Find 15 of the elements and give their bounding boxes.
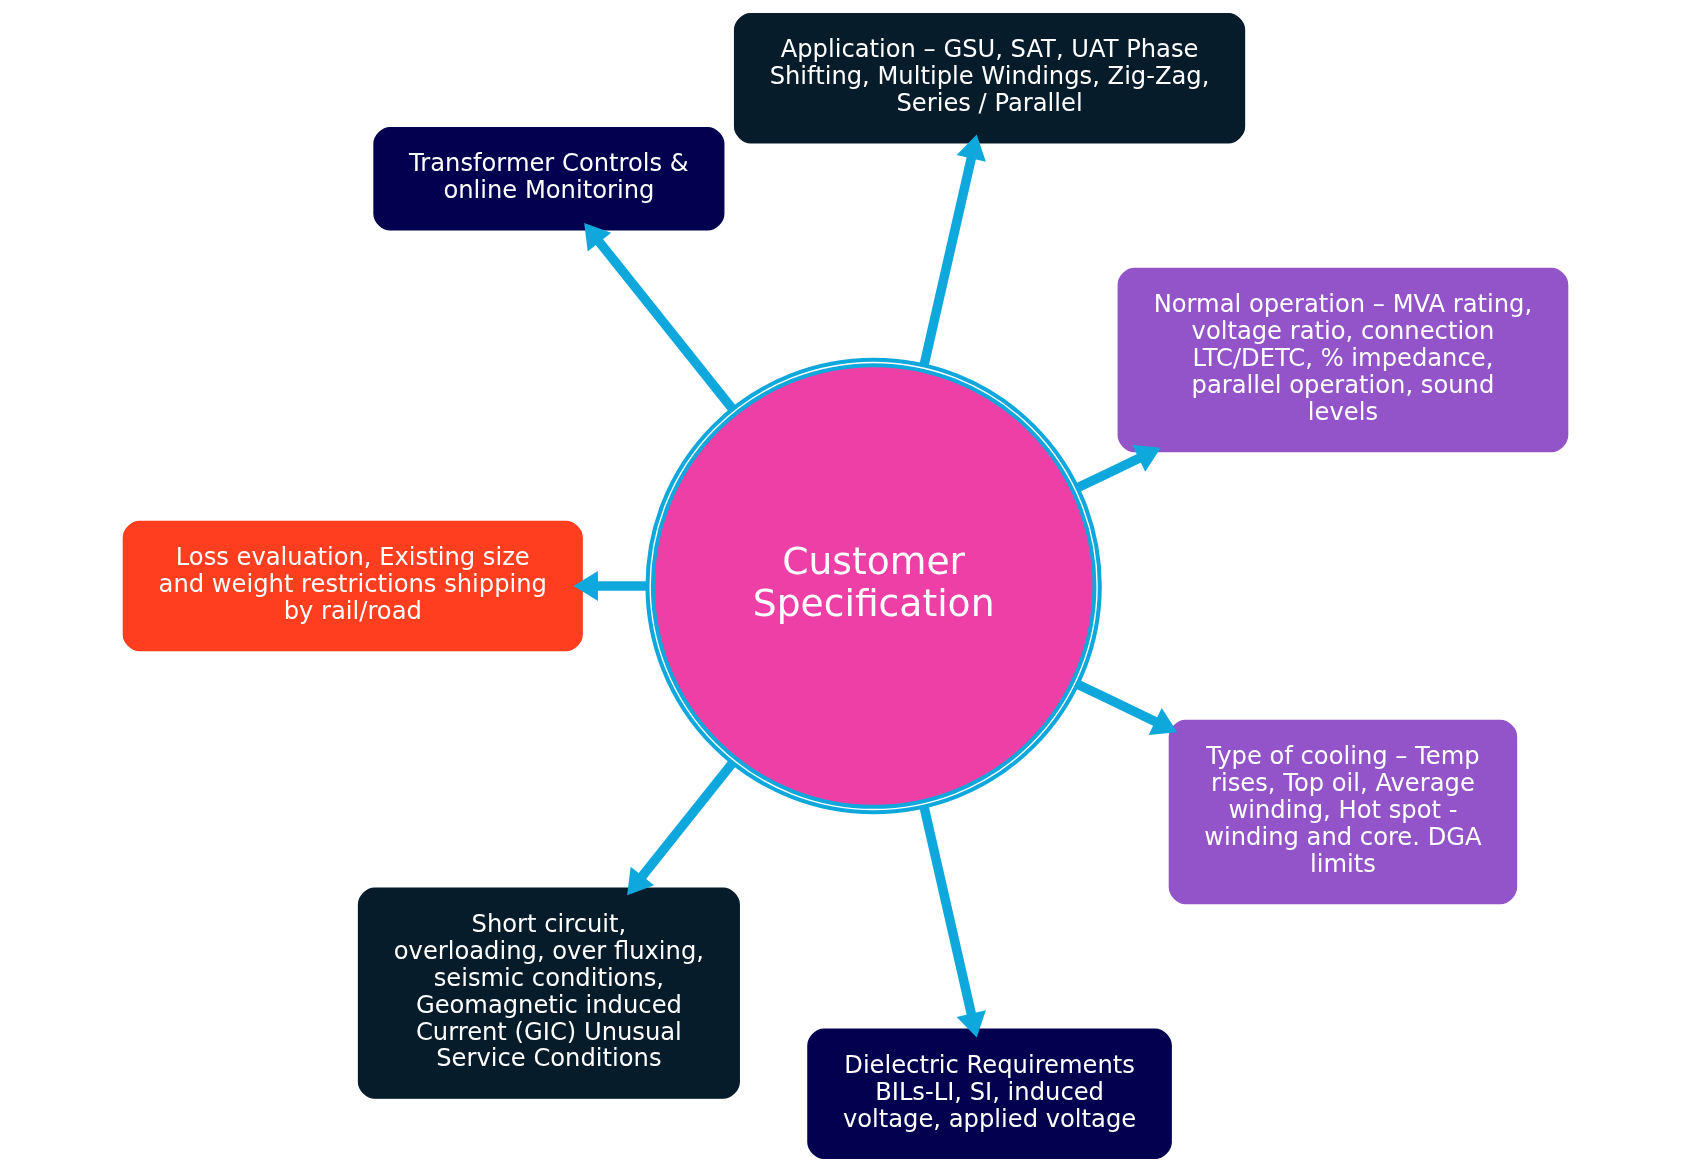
node-box: Loss evaluation, Existing size and weight restrictions shipping by rail/road xyxy=(122,520,583,652)
node-circle: Customer Specification xyxy=(645,357,1102,815)
arrow xyxy=(573,571,648,601)
node-box: Transformer Controls & online Monitoring xyxy=(373,126,725,231)
arrow xyxy=(919,134,986,367)
arrow xyxy=(919,805,986,1038)
arrow xyxy=(1075,444,1161,493)
arrow xyxy=(627,759,737,896)
node-box: Short circuit, overloading, over fluxing, seismic conditions, Geomagnetic induced Current (GIC) Unusual Service Conditions xyxy=(357,887,740,1099)
arrow xyxy=(1075,679,1178,736)
node-box: Type of cooling – Temp rises, Top oil, Average winding, Hot spot - winding and core. DGA limits xyxy=(1168,719,1518,905)
node-box: Normal operation – MVA rating, voltage ratio, connection LTC/DETC, % impedance, parallel operation, sound levels xyxy=(1117,267,1569,453)
node-box: Application – GSU, SAT, UAT Phase Shifting, Multiple Windings, Zig-Zag, Series / Parallel xyxy=(733,12,1246,144)
node-box: Dielectric Requirements BILs-LI, SI, induced voltage, applied voltage xyxy=(807,1028,1172,1160)
arrow xyxy=(584,223,737,413)
